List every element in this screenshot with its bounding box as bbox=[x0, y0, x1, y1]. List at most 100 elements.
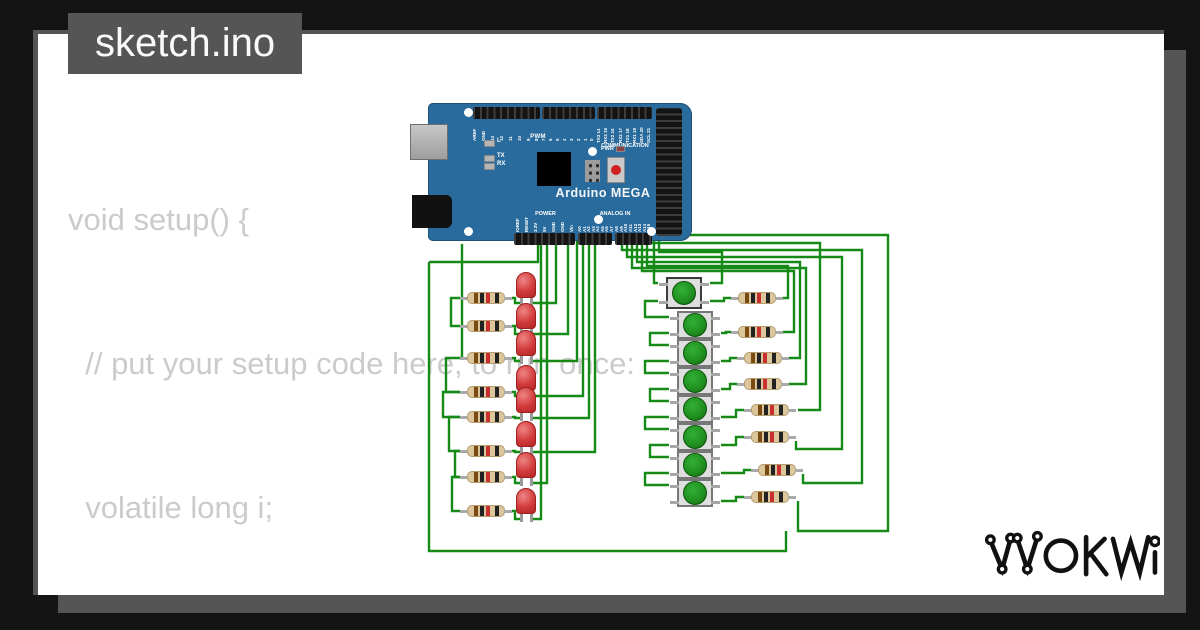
wire[interactable] bbox=[643, 415, 669, 431]
red-led[interactable] bbox=[516, 488, 536, 522]
wire[interactable] bbox=[531, 238, 543, 521]
resistor[interactable] bbox=[737, 378, 789, 390]
pushbutton[interactable] bbox=[670, 311, 720, 339]
header-communication bbox=[597, 107, 652, 119]
red-led[interactable] bbox=[516, 387, 536, 421]
pushbutton[interactable] bbox=[670, 451, 720, 479]
wire[interactable] bbox=[512, 475, 520, 485]
wire[interactable] bbox=[721, 356, 737, 363]
wokwi-logo-graphic bbox=[984, 530, 1161, 582]
pwm-label: PWM bbox=[530, 134, 546, 140]
resistor[interactable] bbox=[737, 352, 789, 364]
microcontroller-chip bbox=[537, 152, 571, 186]
rx-label: RX bbox=[497, 161, 506, 167]
resistor[interactable] bbox=[731, 326, 783, 338]
wire[interactable] bbox=[625, 238, 844, 451]
resistor[interactable] bbox=[460, 386, 512, 398]
wire[interactable] bbox=[648, 331, 669, 347]
wire[interactable] bbox=[531, 238, 558, 305]
wire[interactable] bbox=[531, 238, 597, 454]
wire[interactable] bbox=[721, 330, 731, 335]
pin-label: SDA 20 bbox=[639, 127, 645, 143]
wire[interactable] bbox=[449, 296, 460, 328]
led-rx-indicator bbox=[484, 163, 495, 170]
pin-label: GND bbox=[560, 222, 566, 232]
resistor[interactable] bbox=[460, 411, 512, 423]
wire[interactable] bbox=[635, 238, 802, 360]
resistor[interactable] bbox=[731, 292, 783, 304]
board-title: Arduino MEGA bbox=[555, 186, 651, 200]
wire[interactable] bbox=[657, 238, 724, 285]
pushbutton[interactable] bbox=[670, 339, 720, 367]
wire[interactable] bbox=[512, 415, 520, 420]
wire[interactable] bbox=[512, 449, 520, 454]
red-led[interactable] bbox=[516, 330, 536, 364]
wire[interactable] bbox=[427, 262, 788, 553]
header-analog-a bbox=[578, 233, 612, 245]
wire[interactable] bbox=[652, 238, 658, 285]
header-power bbox=[514, 233, 575, 245]
wire[interactable] bbox=[531, 238, 570, 336]
wire[interactable] bbox=[450, 475, 460, 513]
wire[interactable] bbox=[710, 296, 731, 303]
wire[interactable] bbox=[643, 299, 669, 319]
red-led[interactable] bbox=[516, 272, 536, 306]
wire[interactable] bbox=[512, 509, 520, 521]
resistor[interactable] bbox=[744, 431, 796, 443]
wire[interactable] bbox=[620, 238, 864, 485]
pin-label: IOREF bbox=[515, 218, 520, 232]
red-led[interactable] bbox=[516, 452, 536, 486]
wire[interactable] bbox=[721, 382, 737, 391]
wire[interactable] bbox=[721, 468, 751, 475]
header-analog-b bbox=[615, 233, 652, 245]
pushbutton[interactable] bbox=[659, 277, 709, 309]
wire[interactable] bbox=[512, 296, 520, 305]
wire[interactable] bbox=[444, 356, 460, 394]
red-led[interactable] bbox=[516, 421, 536, 455]
reset-button[interactable] bbox=[607, 157, 625, 183]
pushbutton[interactable] bbox=[670, 395, 720, 423]
wire[interactable] bbox=[447, 415, 460, 453]
wire[interactable] bbox=[643, 471, 669, 487]
usb-connector bbox=[410, 124, 448, 160]
power-label: POWER bbox=[535, 211, 556, 217]
l-label: L bbox=[497, 138, 501, 144]
wire[interactable] bbox=[640, 238, 796, 334]
wire[interactable] bbox=[531, 238, 591, 420]
resistor[interactable] bbox=[744, 404, 796, 416]
mounting-hole bbox=[464, 108, 473, 117]
resistor[interactable] bbox=[460, 320, 512, 332]
file-tab[interactable]: sketch.ino bbox=[68, 13, 303, 74]
pushbutton[interactable] bbox=[670, 367, 720, 395]
resistor[interactable] bbox=[460, 471, 512, 483]
wire[interactable] bbox=[441, 390, 460, 419]
pin-label: GND bbox=[480, 131, 486, 141]
resistor[interactable] bbox=[460, 292, 512, 304]
wire[interactable] bbox=[721, 435, 744, 447]
resistor[interactable] bbox=[744, 491, 796, 503]
wire[interactable] bbox=[531, 238, 549, 485]
mounting-hole bbox=[647, 227, 656, 236]
wire[interactable] bbox=[721, 408, 744, 419]
icsp-header bbox=[585, 160, 600, 182]
wire[interactable] bbox=[648, 443, 669, 459]
communication-label: COMMUNICATION bbox=[601, 143, 649, 149]
wire[interactable] bbox=[429, 238, 540, 264]
resistor[interactable] bbox=[751, 464, 803, 476]
pushbutton[interactable] bbox=[670, 479, 720, 507]
resistor[interactable] bbox=[460, 505, 512, 517]
pin-label: RX2 17 bbox=[617, 127, 623, 143]
wire[interactable] bbox=[648, 387, 669, 403]
wire[interactable] bbox=[531, 238, 585, 398]
wire[interactable] bbox=[643, 359, 669, 375]
code-listing: void setup() { // put your setup code he… bbox=[68, 100, 635, 595]
resistor[interactable] bbox=[460, 445, 512, 457]
pushbutton[interactable] bbox=[670, 423, 720, 451]
resistor[interactable] bbox=[460, 352, 512, 364]
wire[interactable] bbox=[721, 495, 744, 503]
wire[interactable] bbox=[512, 356, 520, 363]
